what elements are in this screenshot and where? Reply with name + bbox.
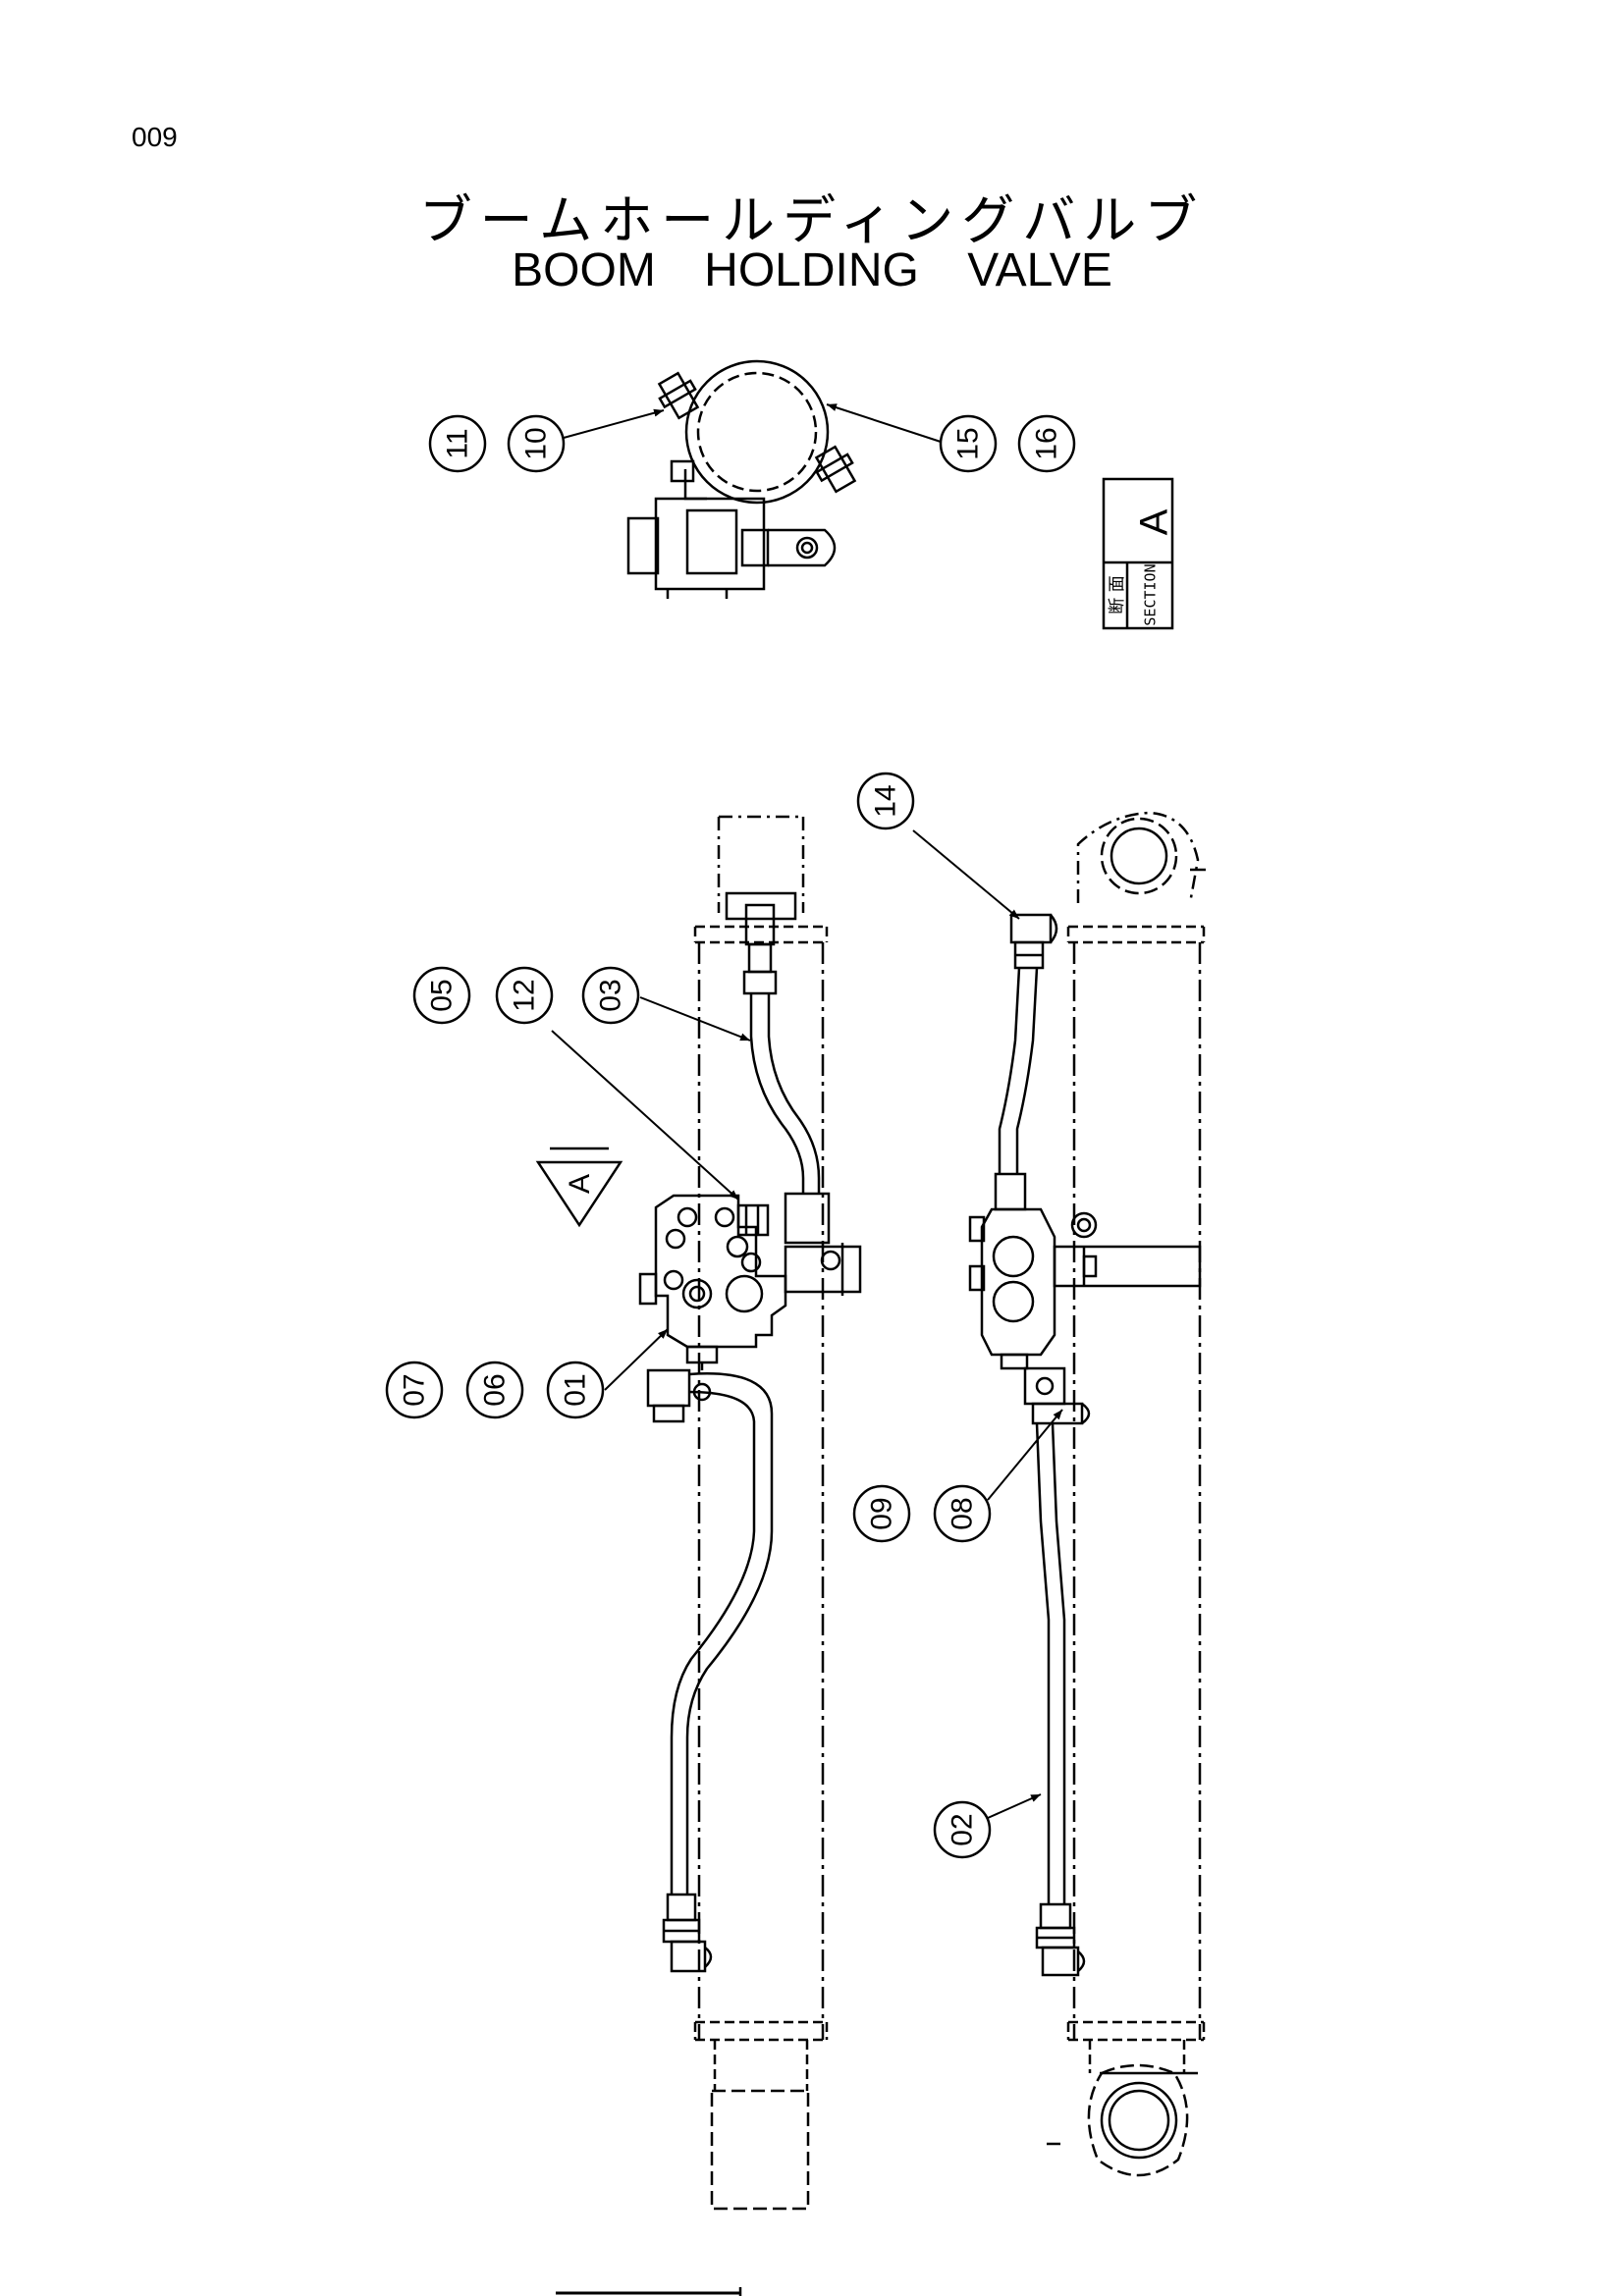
section-arrow-letter: A <box>564 1174 596 1194</box>
leader-lines <box>551 403 1063 1819</box>
clamp-bolt-left <box>657 371 700 420</box>
callout-08: 08 <box>947 1497 979 1529</box>
callout-07: 07 <box>399 1373 431 1406</box>
callout-12: 12 <box>509 979 541 1011</box>
clamp-bolt-right <box>814 445 857 494</box>
callout-circles <box>385 414 1076 1859</box>
callout-01: 01 <box>560 1373 592 1406</box>
title-english: BOOM HOLDING VALVE <box>512 244 1112 296</box>
section-a-box <box>1102 477 1174 630</box>
callout-09: 09 <box>866 1497 898 1529</box>
callout-labels: 11 10 15 16 14 05 12 03 07 06 01 09 08 0… <box>399 427 1063 1845</box>
page-number: 009 <box>132 122 178 152</box>
callout-06: 06 <box>479 1373 512 1406</box>
callout-05: 05 <box>426 979 459 1011</box>
section-a-detail <box>626 359 857 599</box>
right-cylinder-view <box>968 811 1206 2177</box>
callout-03: 03 <box>595 979 627 1011</box>
callout-02: 02 <box>947 1813 979 1845</box>
left-cylinder-view <box>638 815 862 2211</box>
valve-block-section <box>654 497 766 591</box>
title-japanese: ブームホールディングバルブ <box>418 189 1206 251</box>
section-box-japanese: 断 面 <box>1108 575 1127 614</box>
callout-16: 16 <box>1031 427 1063 459</box>
valve-block-front <box>654 1194 787 1349</box>
valve-block-side <box>980 1207 1056 1357</box>
section-box-english: SECTION <box>1142 563 1160 625</box>
callout-15: 15 <box>952 427 985 459</box>
callout-11: 11 <box>442 428 474 458</box>
section-arrow-a <box>535 1147 623 1228</box>
callout-14: 14 <box>870 784 902 817</box>
callout-10: 10 <box>520 427 553 459</box>
section-box-letter: A <box>1133 508 1176 535</box>
